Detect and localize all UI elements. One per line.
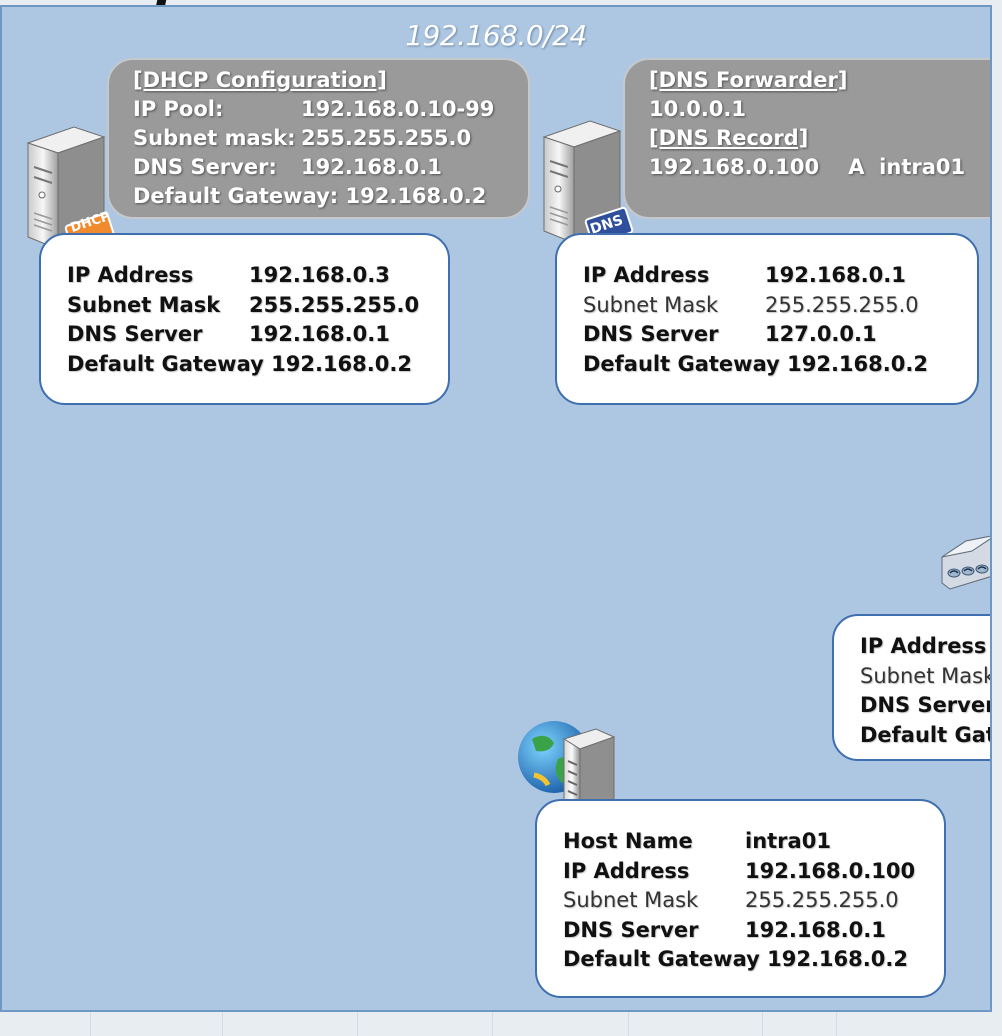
card-row: Default Gatew	[860, 722, 990, 747]
card-row: Default Gateway 192.168.0.2	[583, 351, 928, 376]
dhcp-config-row: Default Gateway: 192.168.0.2	[133, 184, 487, 208]
card-row: IP Address	[860, 634, 987, 658]
dhcp-config-row: IP Pool:192.168.0.10-99	[133, 97, 495, 121]
dhcp-config-row: Subnet mask:255.255.255.0	[133, 126, 472, 150]
dns-record-value: 192.168.0.100 A intra01	[649, 155, 966, 179]
grid-line	[492, 1010, 493, 1036]
dns-config-callout: [DNS Forwarder] 10.0.0.1 [DNS Record] 19…	[623, 58, 990, 219]
grid-line	[90, 1010, 91, 1036]
router-icon	[941, 535, 990, 590]
dhcp-config-callout: [DHCP Configuration] IP Pool:192.168.0.1…	[107, 58, 530, 219]
router-card: IP Address Subnet Mask DNS Server Defaul…	[832, 614, 992, 761]
grid-line	[628, 1010, 629, 1036]
grid-line	[222, 1010, 223, 1036]
card-row: Subnet Mask	[860, 663, 992, 688]
card-row: DNS Server	[860, 693, 992, 717]
dhcp-config-row: DNS Server:192.168.0.1	[133, 155, 442, 179]
dns-forwarder-value: 10.0.0.1	[649, 97, 746, 121]
grid-line	[357, 1010, 358, 1036]
grid-line	[836, 1010, 837, 1036]
dns-record-heading: [DNS Record]	[649, 126, 809, 150]
dhcp-config-heading: [DHCP Configuration]	[133, 68, 387, 92]
card-row: Default Gateway 192.168.0.2	[563, 947, 908, 971]
network-zone: 192.168.0/24 [DHCP Configuration] IP Poo…	[0, 5, 992, 1012]
network-label: 192.168.0/24	[405, 19, 587, 52]
dns-forwarder-heading: [DNS Forwarder]	[649, 68, 848, 92]
card-row: Default Gateway 192.168.0.2	[67, 351, 412, 376]
grid-line	[762, 1010, 763, 1036]
